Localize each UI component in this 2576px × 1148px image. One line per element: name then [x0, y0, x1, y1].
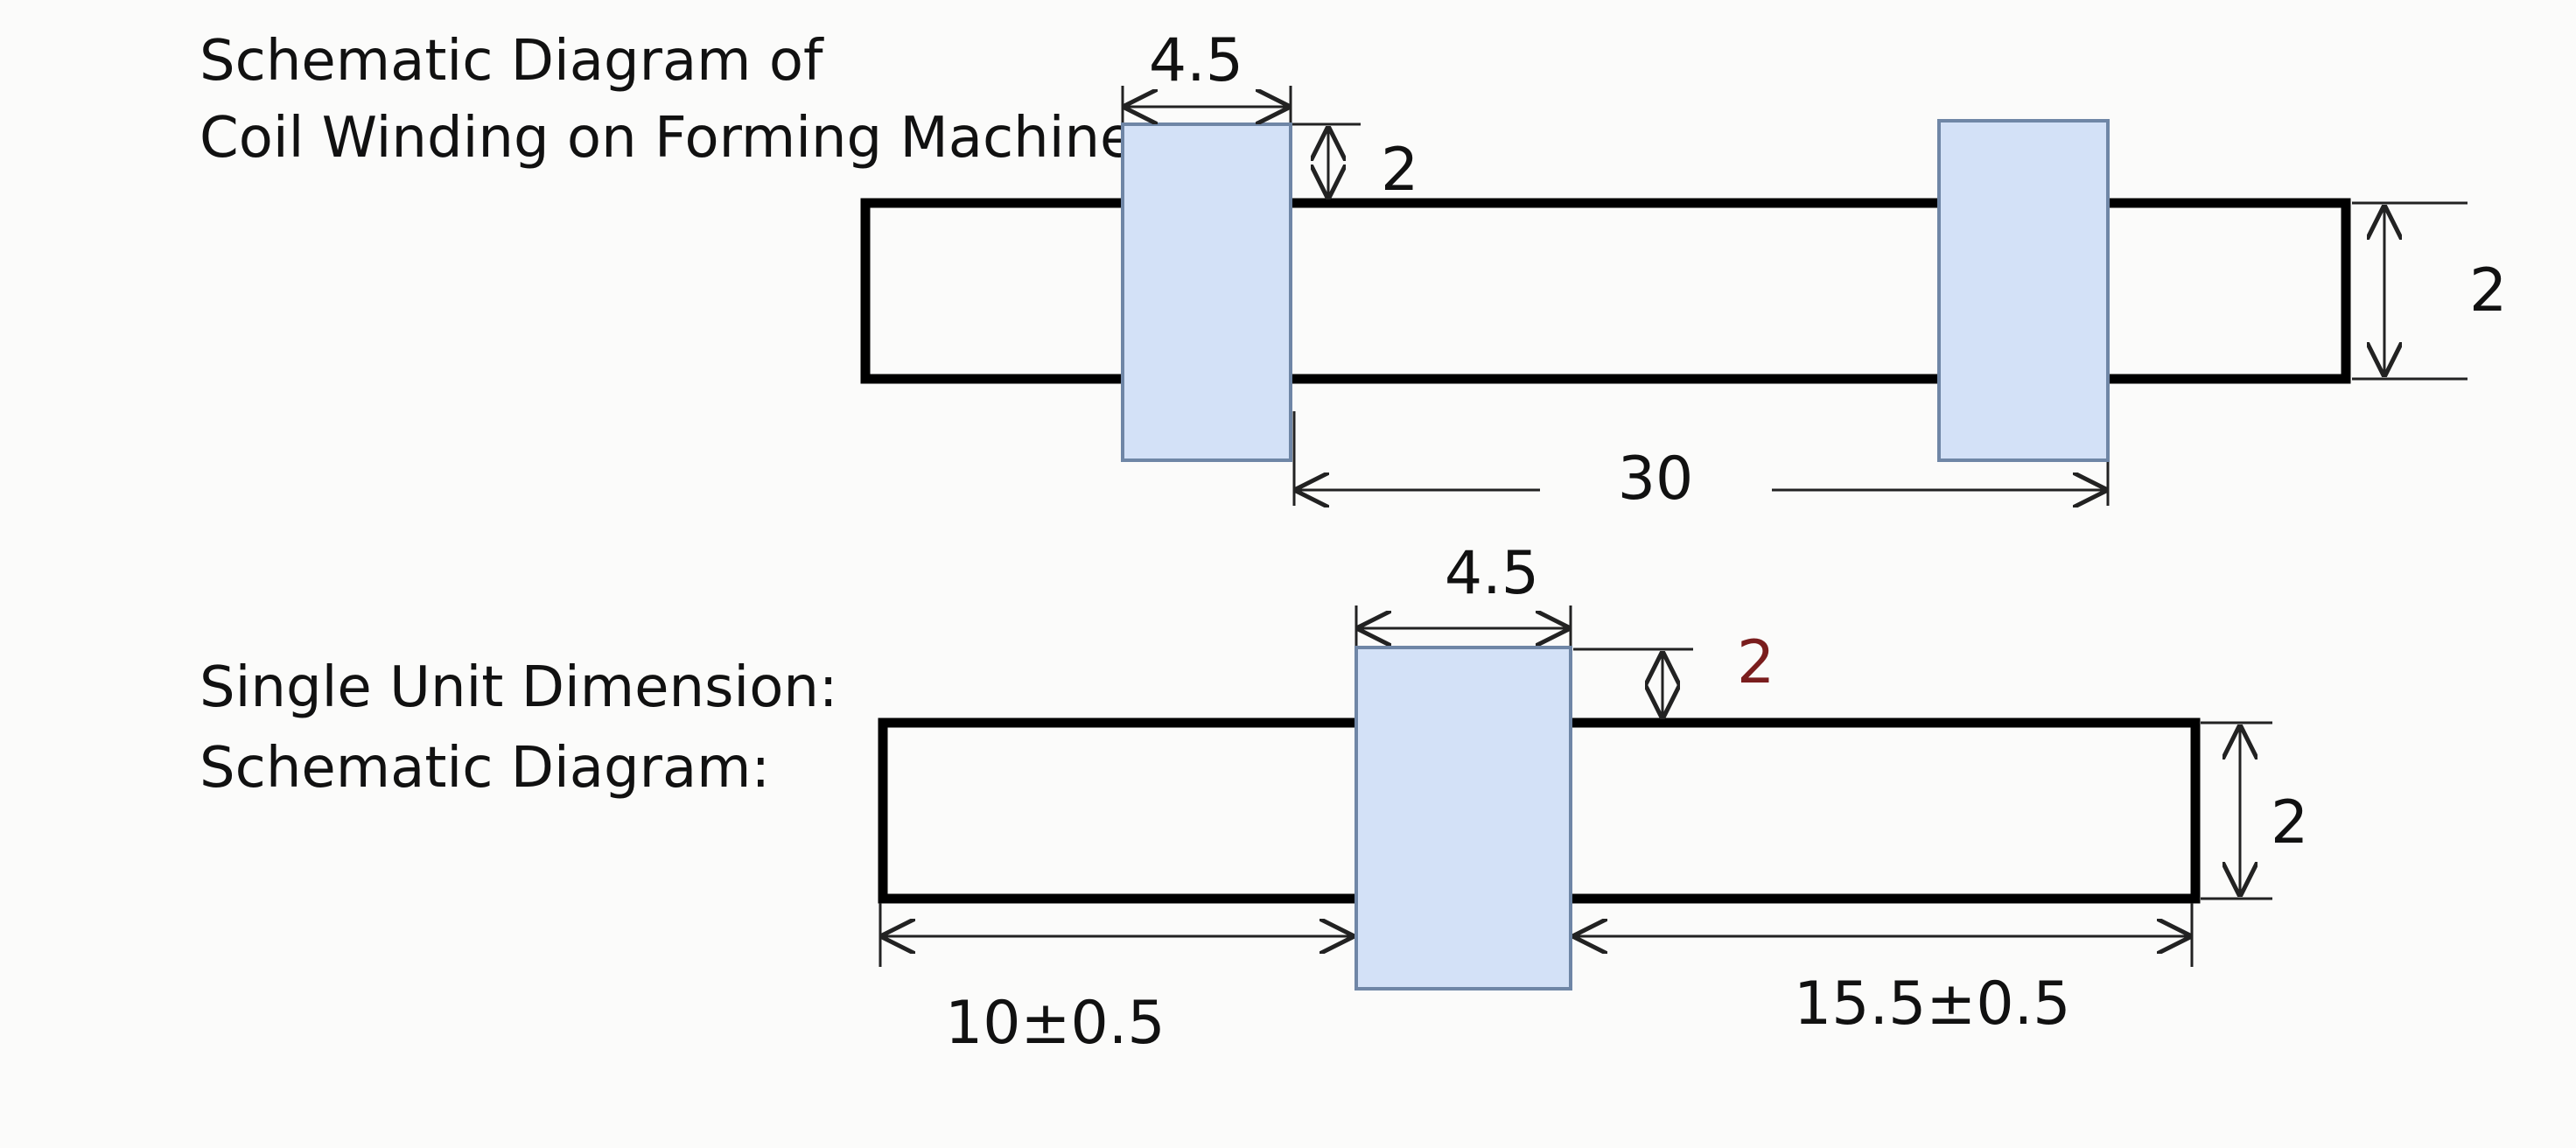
- top-coil-width-label: 4.5: [1149, 26, 1243, 95]
- top-coil-left: [1121, 122, 1292, 462]
- bottom-title-line2: Schematic Diagram:: [200, 736, 771, 801]
- bottom-height-label: 2: [2271, 788, 2308, 858]
- top-coil-right: [1937, 119, 2110, 462]
- top-height-label: 2: [2469, 256, 2507, 326]
- bottom-title-line1: Single Unit Dimension:: [200, 655, 838, 720]
- bottom-overhang-label: 2: [1737, 628, 1774, 697]
- bottom-coil: [1354, 646, 1572, 990]
- top-diagram: 4.5 2 2 30: [860, 26, 2507, 514]
- bottom-coil-width-label: 4.5: [1445, 539, 1539, 608]
- top-spacing-label: 30: [1618, 444, 1694, 514]
- top-title-line2: Coil Winding on Forming Machine:: [200, 106, 1153, 171]
- top-title-line1: Schematic Diagram of: [200, 29, 823, 94]
- top-strip: [860, 198, 2351, 384]
- top-overhang-label: 2: [1381, 136, 1418, 205]
- bottom-diagram: 4.5 2 2 10±0.5 15.5±0.5: [878, 539, 2308, 1058]
- bottom-left-length-label: 10±0.5: [945, 989, 1166, 1058]
- bottom-right-length-label: 15.5±0.5: [1794, 970, 2071, 1039]
